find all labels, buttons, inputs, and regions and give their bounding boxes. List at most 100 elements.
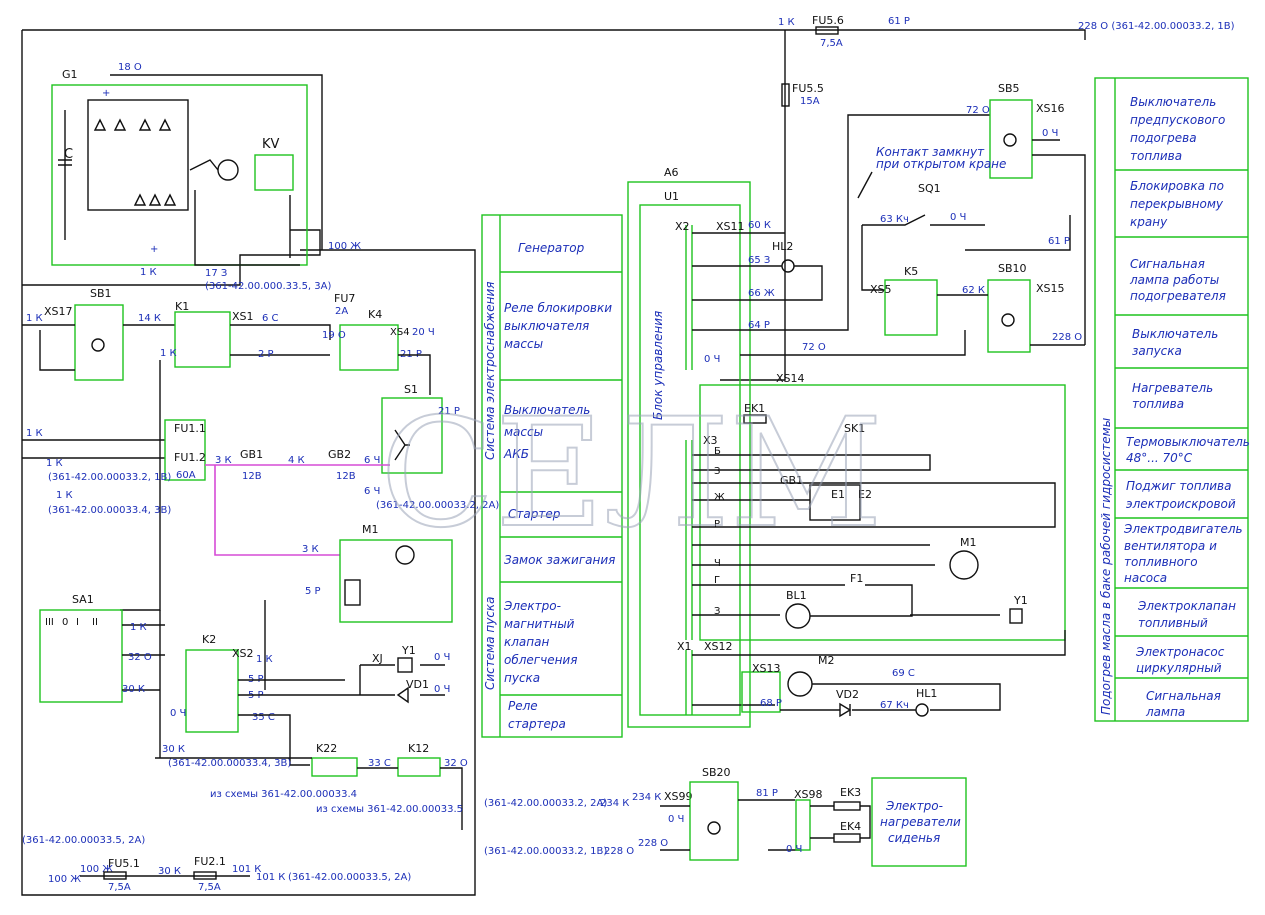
fu5-6-label: FU5.6 <box>812 14 844 27</box>
x2-label: X2 <box>675 220 690 233</box>
k22-k12: K22 K12 33 С 32 О 30 К (361-42.00.00033.… <box>155 610 468 830</box>
fu5-1-rating: 7,5A <box>108 882 131 893</box>
hl1-label: HL1 <box>916 687 937 700</box>
wire-0ch-xs16: 0 Ч <box>1042 128 1058 139</box>
preheater-circuit: 1 К FU5.6 7,5A 61 Р 228 О (361-42.00.000… <box>778 14 1235 353</box>
r-item-0-3: топлива <box>1130 149 1182 163</box>
xs2-label: XS2 <box>232 647 254 660</box>
sb1-k1-k4-s1: SB1 XS17 1 К 14 К K1 XS1 6 С 1 К 2 Р K4 … <box>22 287 460 474</box>
fu1-1-label: FU1.1 <box>174 422 206 435</box>
x3-pin-3: З <box>714 606 720 617</box>
wire-228-b: 228 О <box>604 846 634 857</box>
u1-label: U1 <box>664 190 679 203</box>
k22-label: K22 <box>316 742 337 755</box>
y1b-label: Y1 <box>1013 594 1028 607</box>
r-item-4-1: топлива <box>1132 397 1184 411</box>
heater-caption-2: сиденья <box>888 831 940 845</box>
g1-label: G1 <box>62 68 78 81</box>
wire-2r: 2 Р <box>258 349 274 360</box>
e1-label: E1 <box>831 488 845 501</box>
vd2-label: VD2 <box>836 688 859 701</box>
xs12-label: XS12 <box>704 640 733 653</box>
sb20-label: SB20 <box>702 766 731 779</box>
r-item-1-1: перекрывному <box>1130 197 1224 211</box>
k2-label: K2 <box>202 633 216 646</box>
r-item-0-0: Выключатель <box>1130 95 1216 109</box>
ref-3v2: (361-42.00.00033.4, 3В) <box>168 758 291 769</box>
heater-caption-1: нагреватели <box>880 815 961 829</box>
ref-17: (361-42.00.000.33.5, 3А) <box>205 281 331 292</box>
r-item-7-0: Электродвигатель <box>1123 522 1243 536</box>
sb10-label: SB10 <box>998 262 1027 275</box>
ref-5-2a: (361-42.00.00033.5, 2А) <box>22 835 145 846</box>
r-item-8-0: Электроклапан <box>1137 599 1236 613</box>
k1-label: K1 <box>175 300 189 313</box>
legend-valve-3: клапан <box>504 635 549 649</box>
wire-0ch-sb20: 0 Ч <box>668 814 684 825</box>
xs4-label: XS4 <box>390 327 410 338</box>
ek3-label: EK3 <box>840 786 861 799</box>
hl2-label: HL2 <box>772 240 793 253</box>
wire-1k-l: 1 К <box>26 428 43 439</box>
wire-3k: 3 К <box>215 455 232 466</box>
m1b-label: M1 <box>960 536 977 549</box>
r-item-8-1: топливный <box>1138 616 1208 630</box>
wire-20-ch: 20 Ч <box>412 327 435 338</box>
wire-69c: 69 С <box>892 668 915 679</box>
sa1-pos-0: III <box>45 617 54 628</box>
fu7-rating: 2A <box>335 306 348 317</box>
r-item-0-2: подогрева <box>1130 131 1197 145</box>
wire-1k-k1: 1 К <box>160 348 177 359</box>
ref-1b: (361-42.00.00033.2, 1В) <box>48 472 171 483</box>
block-label: Блок управления <box>651 311 665 420</box>
from-sch4: из схемы 361-42.00.00033.4 <box>210 789 357 800</box>
ref-3v: (361-42.00.00033.4, 3В) <box>48 505 171 516</box>
wire-234k: 234 К <box>600 798 629 809</box>
g1-pin-plus-2: + <box>150 244 158 255</box>
fuses-batteries: FU1.1 FU1.2 60A 1 К 1 К (361-42.00.00033… <box>26 419 499 556</box>
wire-1k-top: 1 К <box>778 17 795 28</box>
xs15-label: XS15 <box>1036 282 1065 295</box>
fu7-label: FU7 <box>334 292 355 305</box>
ref-5-2a-b: (361-42.00.00033.5, 2А) <box>288 872 411 883</box>
xs99-label: XS99 <box>664 790 693 803</box>
wire-64r: 64 Р <box>748 320 770 331</box>
legend-group-start: Система пуска <box>483 596 497 690</box>
m2-label: M2 <box>818 654 835 667</box>
legend-valve-4: облегчения <box>504 653 577 667</box>
k5-label: K5 <box>904 265 918 278</box>
right-group: Подогрев масла в баке рабочей гидросисте… <box>1099 418 1113 715</box>
xs13-label: XS13 <box>752 662 781 675</box>
wire-18-0: 18 О <box>118 62 142 73</box>
legend-relay-2: выключателя <box>504 319 589 333</box>
wire-72-0: 72 О <box>802 342 826 353</box>
wire-5r-m1: 5 Р <box>305 586 321 597</box>
r-item-3-0: Выключатель <box>1132 327 1218 341</box>
x3-pin-zh: Ж <box>714 492 725 503</box>
sb1-label: SB1 <box>90 287 112 300</box>
e2-label: E2 <box>858 488 872 501</box>
r-item-0-1: предпускового <box>1130 113 1225 127</box>
gb1-label: GB1 <box>240 448 263 461</box>
k12-label: K12 <box>408 742 429 755</box>
f1-label: F1 <box>850 572 863 585</box>
wire-1k-g: 1 К <box>140 267 157 278</box>
wire-0ch-sq1: 0 Ч <box>950 212 966 223</box>
wire-101k-a: 101 К <box>232 864 261 875</box>
watermark: СЕЛМ <box>380 387 883 561</box>
s1-label: S1 <box>404 383 418 396</box>
r-item-7-1: вентилятора и <box>1124 539 1217 553</box>
ref-1b-b: (361-42.00.00033.2, 1В) <box>484 846 607 857</box>
xs1-label: XS1 <box>232 310 254 323</box>
fu1-rating: 60A <box>176 470 196 481</box>
wire-1k-sa1: 1 К <box>130 622 147 633</box>
wire-1k-sb1: 1 К <box>26 313 43 324</box>
sa1-pos-3: II <box>92 617 98 628</box>
gb1b-label: GB1 <box>780 474 803 487</box>
xs5-label: XS5 <box>870 283 892 296</box>
x3-pin-b: Б <box>714 446 721 457</box>
fu5-5-label: FU5.5 <box>792 82 824 95</box>
wire-100-zh: 100 Ж <box>328 241 361 252</box>
right-legend: Подогрев масла в баке рабочей гидросисте… <box>1094 77 1250 722</box>
r-item-3-1: запуска <box>1132 344 1182 358</box>
